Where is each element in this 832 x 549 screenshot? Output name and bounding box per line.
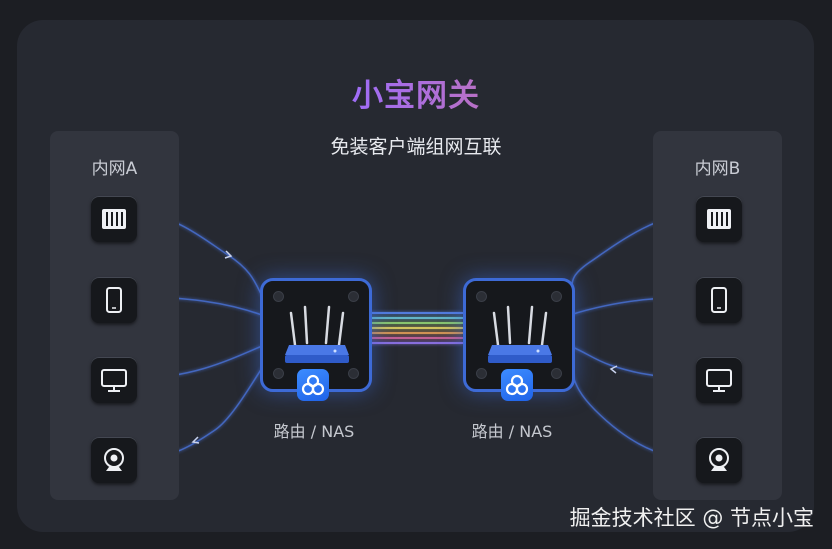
arrow-left-2 [191, 436, 200, 444]
monitor-icon [91, 357, 137, 403]
router-icon [285, 305, 349, 363]
router-icon [488, 305, 552, 363]
network-label-b: 内网B [694, 159, 741, 179]
arrow-right-3 [609, 365, 618, 374]
watermark: 掘金技术社区 @ 节点小宝 [569, 506, 814, 530]
page-title: 小宝网关 [0, 70, 832, 115]
app-logo-icon [297, 369, 329, 401]
router-label-right: 路由 / NAS [471, 422, 553, 441]
phone-icon [91, 277, 137, 323]
camera-icon [91, 437, 137, 483]
nas-icon [696, 196, 742, 242]
network-label-a: 内网A [91, 159, 138, 179]
arrow-left-1 [224, 250, 233, 259]
phone-icon [696, 277, 742, 323]
app-logo-icon [501, 369, 533, 401]
nas-icon [91, 196, 137, 242]
camera-icon [696, 437, 742, 483]
monitor-icon [696, 357, 742, 403]
router-label-left: 路由 / NAS [273, 422, 355, 441]
page-subtitle: 免装客户端组网互联 [330, 136, 502, 158]
